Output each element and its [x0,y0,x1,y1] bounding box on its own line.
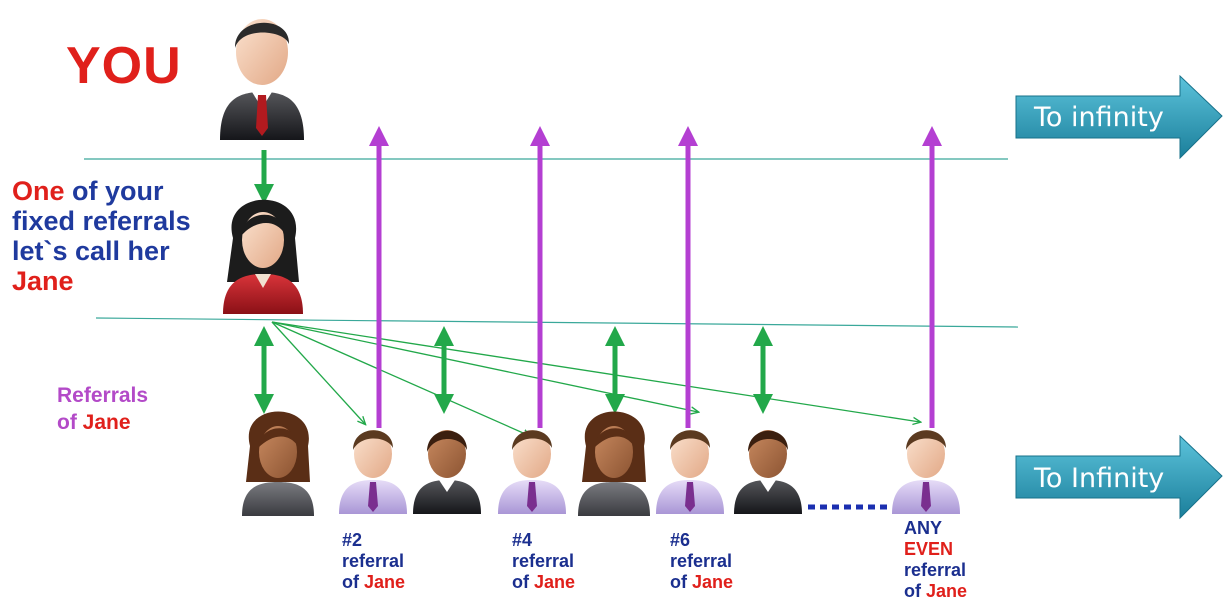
caption-any-even-even: EVEN [904,539,954,559]
caption-ref6-name: Jane [692,572,734,592]
referrals-label-line-2: of Jane [57,409,148,436]
caption-ref4-word: referral [512,551,575,571]
caption-ref6-num: #6 [670,530,691,550]
referral-any-even-person-lavender-shirt-icon [892,430,960,514]
to-infinity-top-arrow: To infinity [1015,74,1223,160]
jane-desc-one: One [12,176,65,206]
caption-ref2-name: Jane [364,572,406,592]
you-label: YOU [66,37,182,95]
referral-1-businesswoman-dark-icon [242,411,314,516]
referrals-label-jane: Jane [82,411,131,434]
caption-ref2-num: #2 [342,530,363,550]
caption-any-even: ANY EVEN referral of Jane [904,518,967,602]
referral-4-person-lavender-shirt-icon [498,430,566,514]
referral-7-businessman-dark-icon [734,430,802,514]
referral-2-person-lavender-shirt-icon [339,430,407,514]
caption-ref4-of: of [512,572,534,592]
caption-any-even-of-line: of Jane [904,581,967,602]
caption-any-even-word: referral [904,560,967,580]
jane-desc-line-2: fixed referrals [12,206,191,236]
to-infinity-top-label: To infinity [1033,102,1164,133]
businessman-icon [220,19,304,140]
caption-ref4-num: #4 [512,530,533,550]
caption-ref2-of: of [342,572,364,592]
fan-arrow-any-even [271,321,920,422]
referral-3-businessman-dark-icon [413,430,481,514]
referrals-of-jane-label: Referrals of Jane [57,382,148,436]
referral-6-person-lavender-shirt-icon [656,430,724,514]
caption-any-even-of: of [904,581,926,601]
referrals-label-of: of [57,411,83,434]
caption-ref6-of: of [670,572,692,592]
caption-ref2-word: referral [342,551,405,571]
caption-any-even-name: Jane [926,581,968,601]
caption-ref4-of-line: of Jane [512,572,575,593]
caption-ref6-of-line: of Jane [670,572,733,593]
caption-ref2-of-line: of Jane [342,572,405,593]
caption-ref4: #4 referral of Jane [512,530,575,593]
lower-divider-line [95,317,1019,328]
referrals-label-line-1: Referrals [57,384,149,407]
caption-ref6-word: referral [670,551,733,571]
businesswoman-icon [223,199,303,314]
to-infinity-bottom-label: To Infinity [1033,463,1164,494]
jane-desc-line-1: One of your [12,176,191,206]
referral-5-businesswoman-dark-icon [578,411,650,516]
caption-ref4-name: Jane [534,572,576,592]
fan-arrow-ref2 [271,321,365,424]
caption-ref2: #2 referral of Jane [342,530,405,593]
jane-desc-of-your: of your [64,176,164,206]
fan-arrow-ref6 [271,321,698,412]
caption-any-even-any: ANY [904,518,943,538]
caption-ref6: #6 referral of Jane [670,530,733,593]
fan-arrow-ref4 [271,321,530,436]
jane-desc-line-3: let`s call her [12,236,170,266]
jane-desc-line-4: Jane [12,266,74,296]
jane-description: One of your fixed referrals let`s call h… [12,176,191,296]
to-infinity-bottom-arrow: To Infinity [1015,434,1223,520]
